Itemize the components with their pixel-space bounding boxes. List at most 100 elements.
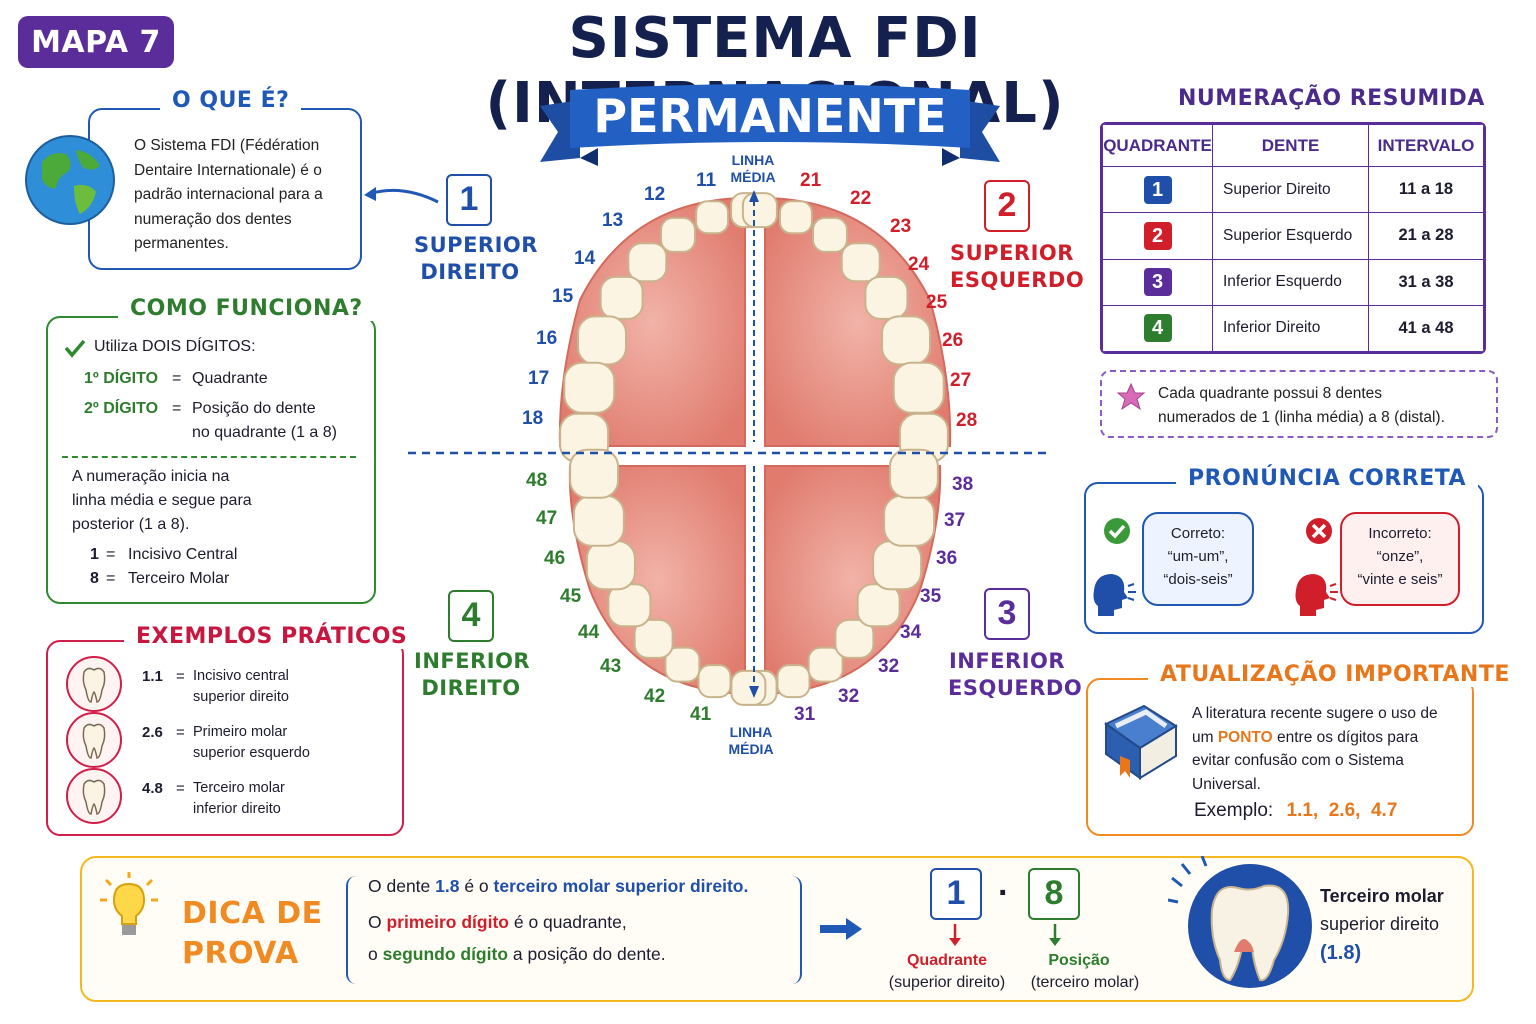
- tooth-number-label: 24: [908, 254, 930, 275]
- example-text-1: Incisivo Central: [128, 546, 238, 563]
- tooth-icon: [66, 712, 122, 768]
- second-digit-label: 2º DÍGITO: [84, 400, 159, 417]
- table-header-tooth: DENTE: [1212, 124, 1369, 167]
- tooth-number-label: 23: [890, 216, 912, 237]
- molar-tooth-icon: [1168, 856, 1312, 988]
- correct-title: Correto:: [1170, 525, 1226, 542]
- first-digit-label: 1º DÍGITO: [84, 370, 159, 387]
- arrow-down-red-icon: [949, 924, 961, 946]
- eq-sign: =: [176, 780, 185, 797]
- example-label: Exemplo:: [1194, 800, 1274, 821]
- tooth-shape: [872, 540, 923, 591]
- quadrant-4-box: 4: [448, 590, 494, 642]
- tooth-shape: [660, 216, 696, 253]
- examples-title: EXEMPLOS PRÁTICOS: [124, 624, 420, 649]
- example-line-1: Incisivo central: [193, 668, 289, 684]
- quadrant-cell: 2: [1102, 212, 1213, 260]
- update-title: ATUALIZAÇÃO IMPORTANTE: [1148, 662, 1522, 687]
- speaking-head-blue-icon: [1093, 574, 1136, 616]
- midline-label-bottom: LINHA MÉDIA: [726, 724, 776, 758]
- tooth-shape: [577, 315, 627, 366]
- wrong-title: Incorreto:: [1368, 525, 1432, 542]
- correct-line-1: “um-um”,: [1167, 548, 1229, 565]
- range-cell: 21 a 28: [1368, 212, 1484, 260]
- arrow-right-icon: [820, 918, 862, 940]
- tooth-number-label: 27: [950, 370, 972, 391]
- quadrant-3-box: 3: [984, 588, 1030, 640]
- tooth-shape: [881, 315, 931, 366]
- tooth-number-label: 13: [602, 210, 624, 231]
- correct-check-icon: [1104, 518, 1130, 544]
- midline-label-top-l2: MÉDIA: [730, 169, 776, 185]
- tooth-number-label: 18: [522, 408, 544, 429]
- tooth-shape: [627, 242, 668, 283]
- example-values: 1.1, 2.6, 4.7: [1286, 800, 1398, 821]
- tip-line-3: o segundo dígito a posição do dente.: [368, 944, 666, 964]
- note-line-1: Cada quadrante possui 8 dentes: [1158, 385, 1383, 402]
- tooth-number-label: 16: [536, 328, 558, 349]
- tooth-number-label: 25: [926, 292, 948, 313]
- summary-table: QUADRANTE DENTE INTERVALO 1 Superior Dir…: [1100, 122, 1486, 354]
- tooth-number-label: 31: [794, 704, 816, 725]
- correct-bubble: Correto: “um-um”, “dois-seis”: [1142, 512, 1254, 606]
- example-text-8: Terceiro Molar: [128, 570, 230, 587]
- tooth-number-label: 48: [526, 470, 548, 491]
- tooth-number-label: 41: [690, 704, 712, 725]
- tooth-number-label: 21: [800, 170, 822, 191]
- midline-label-top: LINHA MÉDIA: [728, 152, 778, 186]
- update-line-2c: entre os dígitos para: [1272, 728, 1419, 746]
- book-icon: [1104, 704, 1178, 780]
- update-line-3: evitar confusão com o Sistema: [1192, 752, 1404, 769]
- tooth-shape: [834, 618, 875, 659]
- tooth-shape: [633, 618, 674, 659]
- tooth-number-label: 32: [838, 686, 860, 707]
- example-num-1: 1: [90, 546, 99, 563]
- update-text: A literatura recente sugere o uso de um …: [1192, 702, 1468, 796]
- tip-dot: ·: [998, 874, 1010, 912]
- two-digits-text: Utiliza DOIS DÍGITOS:: [94, 338, 256, 355]
- what-is-title: O QUE É?: [160, 88, 302, 113]
- update-line-1: A literatura recente sugere o uso de: [1192, 705, 1438, 722]
- map-badge: MAPA 7: [18, 16, 174, 68]
- tooth-shape: [664, 646, 701, 683]
- example-code: 1.1: [142, 668, 163, 685]
- tooth-shape: [778, 200, 813, 235]
- quadrant-4-label-l1: INFERIOR: [414, 649, 531, 673]
- teeth-group: [559, 192, 949, 706]
- tooth-shape: [776, 664, 811, 699]
- start-text-1: A numeração inicia na: [72, 468, 230, 485]
- dot-keyword: PONTO: [1217, 728, 1273, 746]
- midline-label-top-l1: LINHA: [731, 152, 775, 168]
- eq-sign: =: [172, 370, 182, 387]
- how-it-works-panel: [46, 316, 376, 604]
- tooth-number-label: 28: [956, 410, 978, 431]
- second-digit-value: Posição do dente: [192, 400, 316, 417]
- exam-tip-title-l1: DICA DE: [182, 896, 323, 931]
- quadrant-1-box: 1: [446, 174, 492, 226]
- tooth-cell: Superior Direito: [1212, 165, 1369, 214]
- tooth-cell: Inferior Esquerdo: [1212, 258, 1369, 306]
- globe-icon: [25, 135, 115, 225]
- quadrant-badge: 3: [1143, 268, 1172, 297]
- tip-tooth-subtitle: superior direito: [1320, 914, 1440, 934]
- example-num-8: 8: [90, 570, 99, 587]
- example-line-2: superior direito: [193, 689, 289, 705]
- tooth-number-label: 46: [544, 548, 566, 569]
- correct-line-2: “dois-seis”: [1163, 571, 1233, 588]
- what-is-text: O Sistema FDI (Fédération Dentaire Inter…: [134, 137, 323, 252]
- example-line-2: inferior direito: [193, 801, 281, 817]
- quadrant-badge: 4: [1143, 314, 1172, 343]
- example-code: 4.8: [142, 780, 163, 797]
- range-cell: 31 a 38: [1368, 258, 1484, 306]
- tooth-shape: [695, 200, 730, 235]
- start-text-2: linha média e segue para: [72, 492, 252, 509]
- tooth-icon: [66, 768, 122, 824]
- midline-arrow-up: [749, 190, 759, 202]
- check-icon: [64, 339, 86, 358]
- ribbon-text: PERMANENTE: [593, 89, 946, 143]
- tooth-number-label: 15: [552, 286, 574, 307]
- tooth-number-label: 11: [696, 170, 717, 191]
- quadrant-badge: 2: [1143, 221, 1172, 250]
- star-icon: [1116, 382, 1146, 411]
